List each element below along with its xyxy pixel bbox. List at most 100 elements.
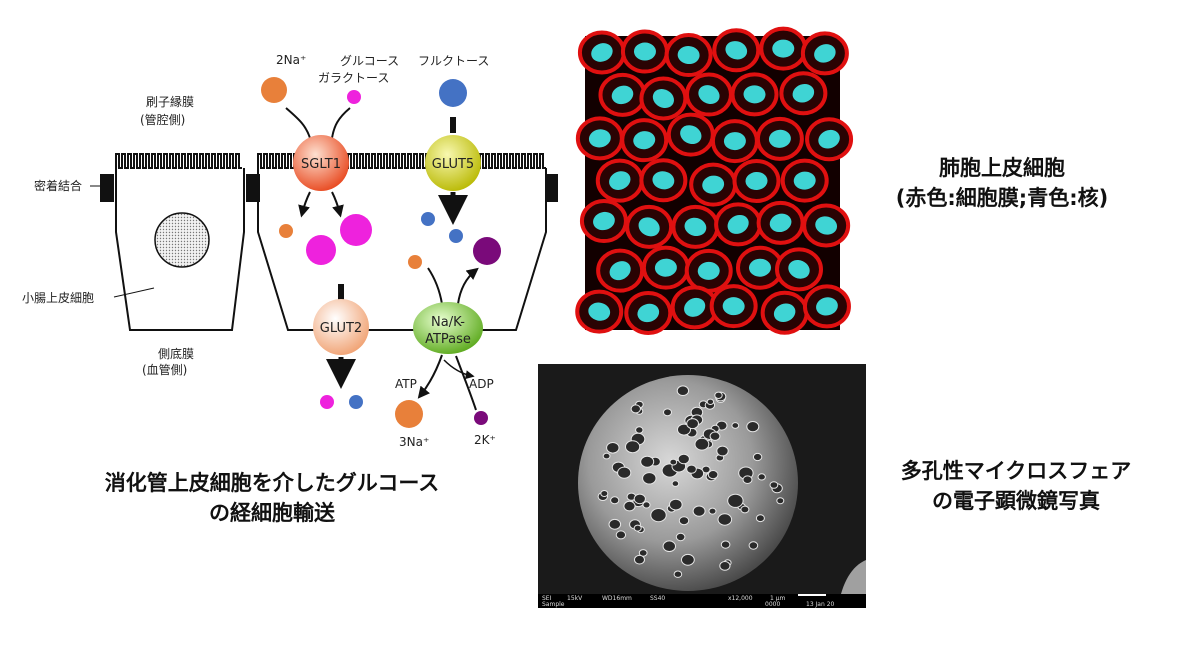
cell-nucleus [588, 129, 611, 148]
cell-nucleus [788, 259, 810, 279]
fructose-dot [449, 229, 463, 243]
na-k-atpase-pump [413, 302, 483, 354]
diagram-caption: 消化管上皮細胞を介したグルコース の経細胞輸送 [72, 468, 472, 528]
sem-caption-line2: の電子顕微鏡写真 [932, 489, 1100, 513]
lumen-side-label: (管腔側) [140, 112, 185, 127]
pump-potassium-arrow [457, 267, 479, 305]
sphere-pore [602, 452, 611, 460]
sphere-pore [678, 516, 690, 526]
cell-nucleus [588, 302, 611, 321]
sphere-pore [677, 423, 691, 436]
sphere-pore [746, 421, 760, 433]
sphere-pore [692, 505, 706, 517]
cell-nucleus [591, 43, 613, 62]
sodium-to-pump-arrow [427, 267, 443, 305]
sphere-pore [669, 498, 683, 511]
cell-nucleus [633, 131, 656, 150]
potassium-ion-dot [474, 411, 488, 425]
sodium-label: 2Na⁺ [276, 53, 306, 67]
sem-info-bar [538, 594, 866, 608]
cell-nucleus [814, 44, 836, 63]
glucose-dot [306, 235, 336, 265]
cell-nucleus [633, 42, 656, 61]
galactose-label: ガラクトース [318, 71, 389, 85]
sphere-pore [642, 501, 651, 509]
sem-voltage: 15kV [567, 595, 583, 602]
sphere-pore [686, 418, 699, 430]
sphere-pore [727, 493, 744, 508]
sphere-pore [623, 500, 636, 512]
fructose-label: フルクトース [418, 54, 489, 68]
pump-label-line1: Na/K- [431, 315, 465, 330]
cell-nucleus [638, 217, 660, 237]
cell-nucleus [609, 261, 631, 281]
sphere-pore [720, 540, 731, 549]
sphere-pore [731, 422, 740, 429]
sphere-pore [633, 524, 642, 532]
sphere-pore [617, 466, 632, 479]
sphere-pore [600, 490, 609, 497]
cell-nucleus [725, 41, 748, 60]
sphere-pore [708, 507, 717, 515]
adp-label: ADP [469, 377, 494, 391]
sodium-ion-dot [279, 224, 293, 238]
sem-scale-label: 1 μm [770, 595, 786, 602]
epithelial-cell-label: 小腸上皮細胞 [22, 291, 94, 305]
glut5-transporter [425, 135, 481, 191]
cell-nucleus [818, 129, 840, 149]
cell-nucleus [748, 258, 771, 277]
sphere-pore [669, 458, 678, 466]
glucose-dot [347, 90, 361, 104]
cell-nucleus [722, 297, 745, 316]
cell-nucleus [723, 132, 746, 151]
sphere-pore [742, 475, 753, 485]
left-cell-outline [115, 168, 245, 331]
cell-nucleus [815, 216, 838, 235]
glucose-dot [320, 395, 334, 409]
right-cell-outline [257, 168, 547, 331]
brush-border-label: 刷子縁膜 [146, 94, 194, 109]
sphere-pore [675, 532, 686, 542]
sglt1-exit-arrow-right [331, 191, 344, 218]
sphere-pore [615, 530, 627, 540]
glucose-dot [340, 214, 372, 246]
sphere-pore [707, 470, 719, 480]
sphere-pore [752, 452, 763, 462]
cell-nucleus [611, 85, 634, 105]
cell-nucleus [652, 89, 674, 108]
cell-nucleus [593, 211, 615, 231]
glut2-transporter [313, 299, 369, 355]
sphere-pore [630, 404, 641, 414]
lung-caption-line2: (赤色:細胞膜;青色:核) [895, 186, 1109, 210]
sphere-pore [740, 505, 750, 514]
sphere-pore [608, 518, 622, 530]
cell-nucleus [702, 175, 725, 194]
sem-caption-line1: 多孔性マイクロスフェア [900, 459, 1132, 483]
sglt1-transporter [293, 135, 349, 191]
atp-label: ATP [395, 377, 417, 391]
cell-nucleus [654, 258, 677, 277]
sphere-pore [662, 540, 676, 553]
sphere-pore [694, 437, 710, 451]
fructose-entry-bar [450, 117, 456, 133]
glut2-label: GLUT2 [320, 321, 362, 336]
cell-nucleus [684, 217, 707, 237]
sem-spot-size: SS40 [650, 595, 665, 602]
sphere-pore [748, 541, 759, 550]
microsphere [578, 375, 798, 591]
sglt1-label: SGLT1 [301, 157, 341, 172]
sem-image-number: 0000 [765, 601, 780, 608]
sphere-pore [719, 561, 731, 571]
brush-border-left [115, 153, 242, 169]
sem-date: 13 Jan 20 [806, 601, 835, 608]
tight-junction-block [546, 174, 558, 202]
sphere-pore [717, 513, 733, 526]
basolateral-label: 側底膜 [158, 346, 194, 361]
three-sodium-label: 3Na⁺ [399, 435, 429, 449]
cell-nucleus [697, 261, 720, 280]
sodium-ion-dot [261, 77, 287, 103]
sphere-pore [676, 385, 690, 397]
tight-junction-block [100, 174, 114, 202]
sphere-pore [640, 455, 655, 468]
sphere-pore [714, 391, 723, 399]
